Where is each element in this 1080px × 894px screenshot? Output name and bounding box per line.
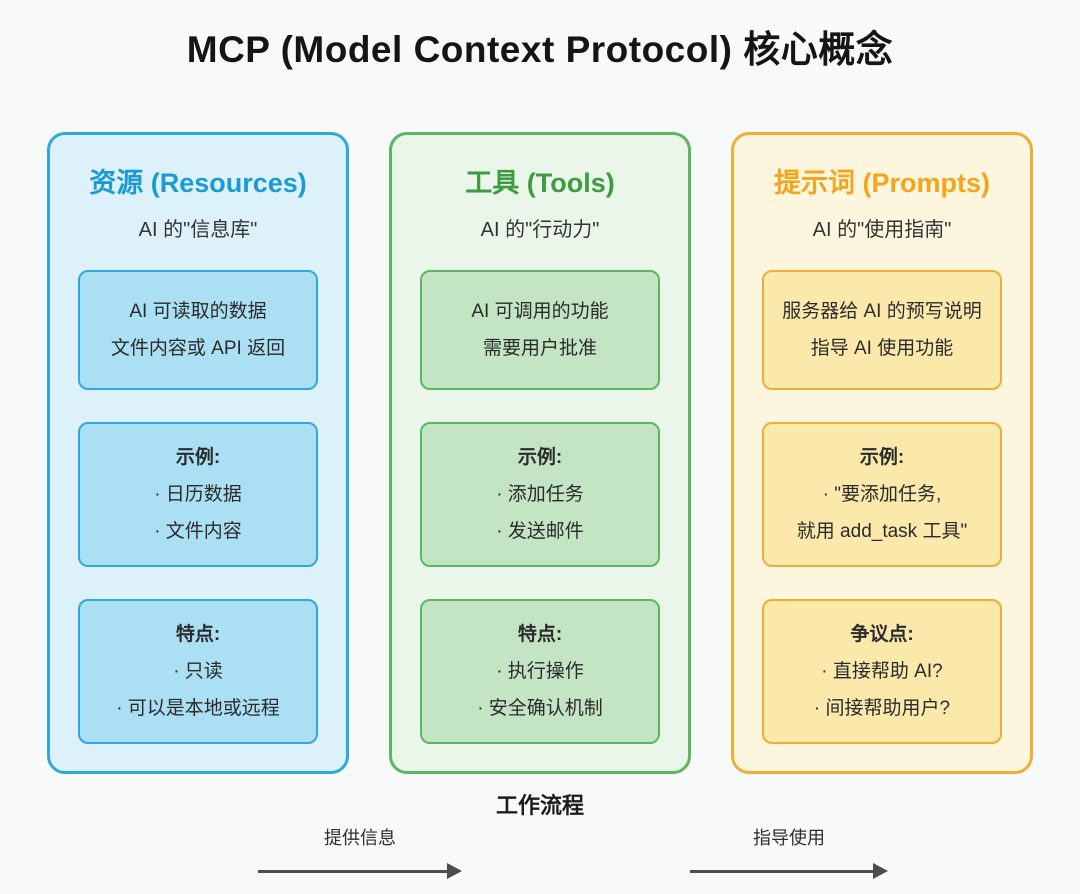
resources-features-box: 特点: · 只读 · 可以是本地或远程 <box>78 599 318 744</box>
arrow-shaft <box>258 869 447 873</box>
box-line: 就用 add_task 工具" <box>796 521 968 542</box>
box-line: · "要添加任务, <box>822 484 942 505</box>
arrow-label: 指导使用 <box>753 828 825 848</box>
prompts-controversy-box: 争议点: · 直接帮助 AI? · 间接帮助用户? <box>762 599 1002 744</box>
right-arrow-icon <box>690 863 888 879</box>
tools-examples-box: 示例: · 添加任务 · 发送邮件 <box>420 422 660 567</box>
arrow-head-icon <box>873 863 888 879</box>
prompts-examples-box: 示例: · "要添加任务, 就用 add_task 工具" <box>762 422 1002 567</box>
box-line: AI 可调用的功能 <box>471 301 609 322</box>
tools-card: 工具 (Tools) AI 的"行动力" AI 可调用的功能 需要用户批准 示例… <box>389 132 691 774</box>
box-line: · 文件内容 <box>154 521 242 542</box>
box-heading: 特点: <box>175 624 221 645</box>
box-line: · 执行操作 <box>496 661 584 682</box>
box-line: · 安全确认机制 <box>477 698 603 719</box>
tools-description-box: AI 可调用的功能 需要用户批准 <box>420 270 660 390</box>
box-line: 需要用户批准 <box>482 338 597 359</box>
resources-card: 资源 (Resources) AI 的"信息库" AI 可读取的数据 文件内容或… <box>47 132 349 774</box>
arrow-label: 提供信息 <box>324 828 396 848</box>
tools-features-box: 特点: · 执行操作 · 安全确认机制 <box>420 599 660 744</box>
flow-arrows: 提供信息 指导使用 <box>0 824 1080 894</box>
box-line: · 直接帮助 AI? <box>821 661 943 682</box>
prompts-card-subtitle: AI 的"使用指南" <box>812 219 952 241</box>
box-line: · 间接帮助用户? <box>813 698 951 719</box>
box-line: 服务器给 AI 的预写说明 <box>782 301 982 322</box>
page-title: MCP (Model Context Protocol) 核心概念 <box>186 29 894 70</box>
box-line: · 可以是本地或远程 <box>116 698 280 719</box>
box-line: · 只读 <box>173 661 223 682</box>
arrow-head-icon <box>447 863 462 879</box>
resources-card-subtitle: AI 的"信息库" <box>138 219 258 241</box>
box-line: · 日历数据 <box>154 484 242 505</box>
box-line: · 添加任务 <box>496 484 584 505</box>
prompts-card-title: 提示词 (Prompts) <box>774 168 990 198</box>
tools-card-title: 工具 (Tools) <box>465 168 615 198</box>
arrow-group-provide-info: 提供信息 <box>258 824 462 879</box>
prompts-card: 提示词 (Prompts) AI 的"使用指南" 服务器给 AI 的预写说明 指… <box>731 132 1033 774</box>
resources-card-title: 资源 (Resources) <box>89 168 307 198</box>
arrow-shaft <box>690 869 873 873</box>
box-heading: 争议点: <box>850 624 914 645</box>
right-arrow-icon <box>258 863 462 879</box>
tools-card-subtitle: AI 的"行动力" <box>480 219 600 241</box>
box-line: · 发送邮件 <box>496 521 584 542</box>
box-line: AI 可读取的数据 <box>129 301 267 322</box>
box-heading: 示例: <box>175 447 221 468</box>
resources-examples-box: 示例: · 日历数据 · 文件内容 <box>78 422 318 567</box>
prompts-description-box: 服务器给 AI 的预写说明 指导 AI 使用功能 <box>762 270 1002 390</box>
resources-description-box: AI 可读取的数据 文件内容或 API 返回 <box>78 270 318 390</box>
workflow-label: 工作流程 <box>495 793 584 818</box>
box-heading: 特点: <box>517 624 563 645</box>
arrow-group-guide-usage: 指导使用 <box>690 824 888 879</box>
box-line: 指导 AI 使用功能 <box>810 338 954 359</box>
box-heading: 示例: <box>859 447 905 468</box>
box-line: 文件内容或 API 返回 <box>110 338 286 359</box>
box-heading: 示例: <box>517 447 563 468</box>
cards-row: 资源 (Resources) AI 的"信息库" AI 可读取的数据 文件内容或… <box>0 132 1080 774</box>
